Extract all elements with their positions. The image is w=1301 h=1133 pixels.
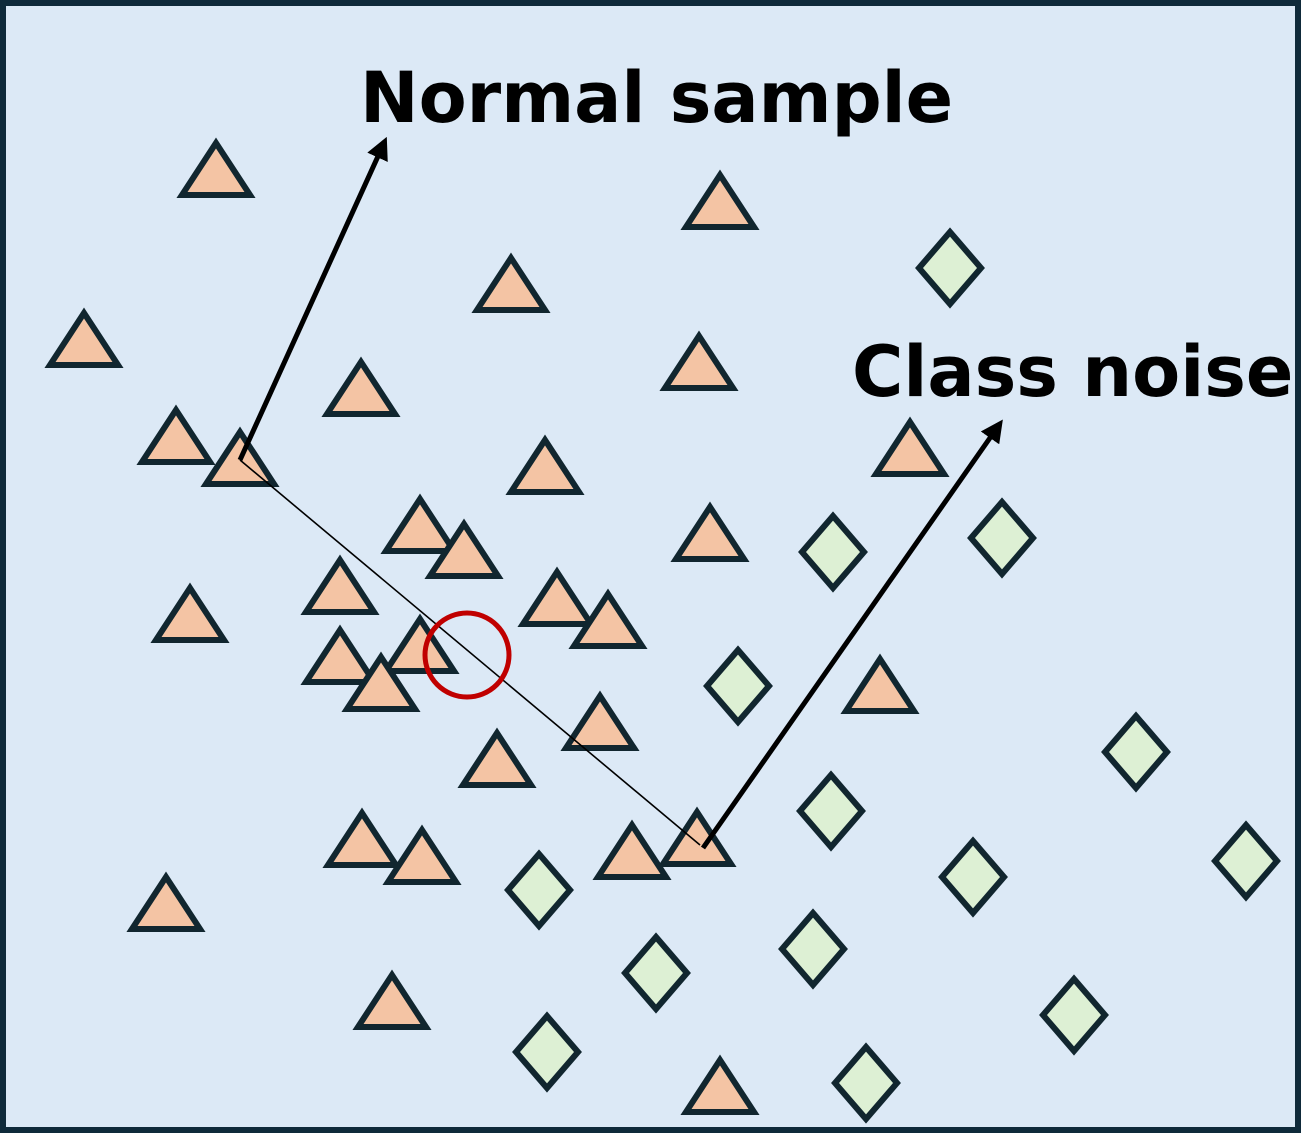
triangle-point (136, 404, 216, 465)
triangle-point (176, 137, 256, 198)
triangle-point (680, 169, 760, 230)
diamond-point (703, 645, 773, 727)
triangle-point (150, 582, 230, 643)
triangle-point (592, 819, 672, 880)
triangle-point (380, 493, 460, 554)
triangle-point (352, 969, 432, 1030)
triangle-point (457, 727, 537, 788)
triangle-point (382, 824, 462, 885)
triangle-point (680, 1054, 760, 1115)
triangle-point (670, 501, 750, 562)
triangle-point (44, 307, 124, 368)
connecting-line (239, 459, 701, 846)
midpoint-circle (422, 610, 512, 700)
triangle-point (380, 613, 460, 674)
class-noise-label: Class noise (852, 331, 1293, 413)
diamond-point (1211, 820, 1281, 902)
diamond-point (621, 932, 691, 1014)
triangle-point (321, 356, 401, 417)
triangle-point (300, 554, 380, 615)
diamond-point (1039, 974, 1109, 1056)
triangle-point (471, 252, 551, 313)
triangle-point (840, 653, 920, 714)
triangle-point (568, 588, 648, 649)
class-b-diamonds (504, 227, 1281, 1124)
triangle-point (657, 806, 737, 867)
triangle-point (505, 434, 585, 495)
triangle-point (560, 690, 640, 751)
triangle-point (659, 330, 739, 391)
diamond-point (796, 770, 866, 852)
diamond-point (504, 849, 574, 931)
triangle-point (517, 566, 597, 627)
triangle-point (870, 416, 950, 477)
diamond-point (967, 497, 1037, 579)
triangle-point (300, 624, 380, 685)
diamond-point (798, 511, 868, 593)
diamond-point (915, 227, 985, 309)
diamond-point (512, 1011, 582, 1093)
diamond-point (938, 836, 1008, 918)
normal-sample-label: Normal sample (360, 57, 953, 139)
triangle-point (341, 651, 421, 712)
triangle-point (424, 518, 504, 579)
diamond-point (778, 908, 848, 990)
class-a-triangles (44, 137, 950, 1115)
diamond-point (831, 1042, 901, 1124)
normal-sample-arrow (237, 136, 388, 462)
diamond-point (1101, 711, 1171, 793)
class-noise-arrow (700, 419, 1003, 850)
triangle-point (322, 807, 402, 868)
triangle-point (126, 871, 206, 932)
